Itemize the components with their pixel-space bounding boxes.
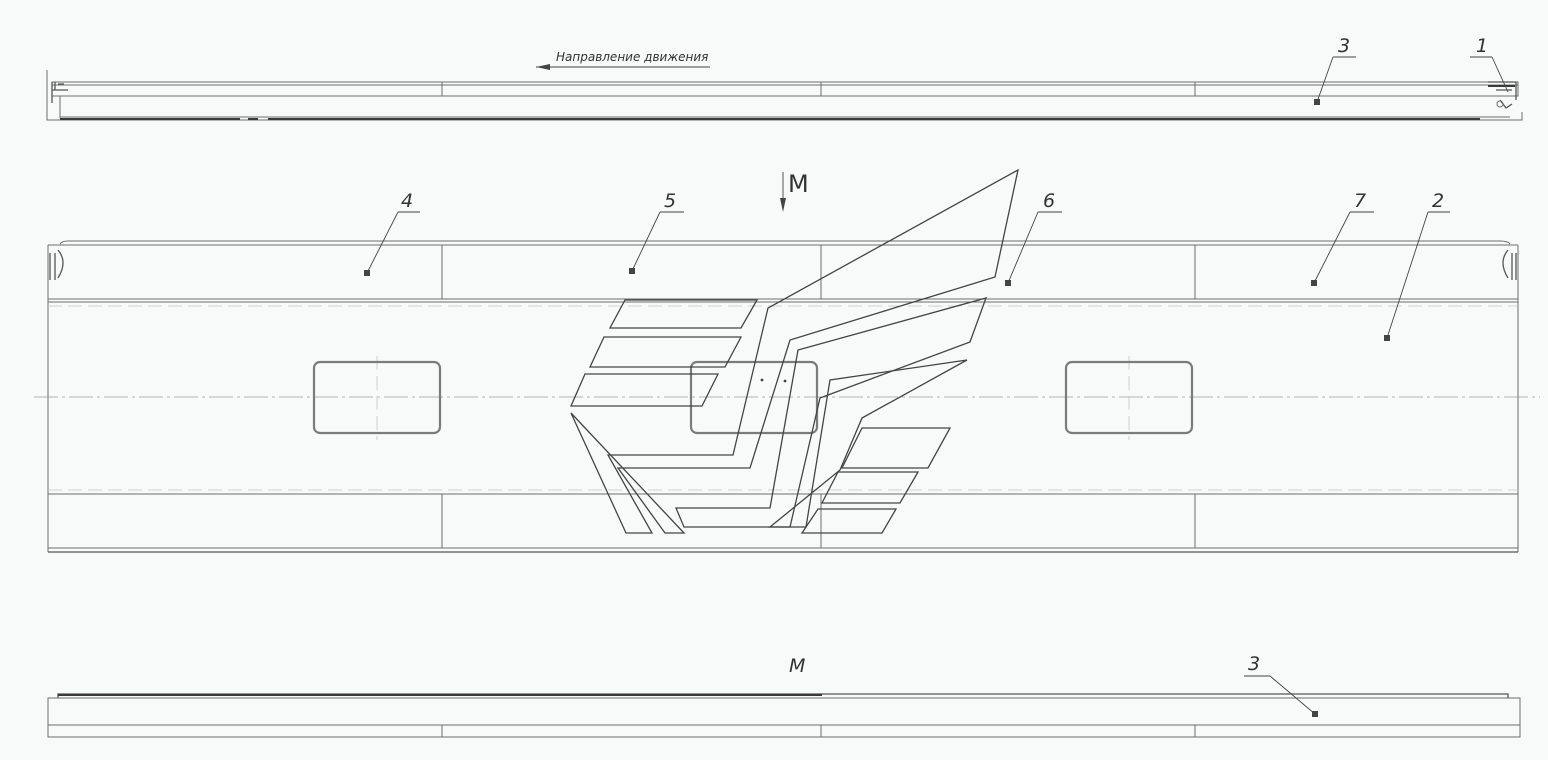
emblem-mark-dot-2 [783,379,787,383]
callout-main-6-leader [1007,211,1039,284]
callout-top-3: 3 [1314,35,1356,105]
emblem-stripe-3 [570,373,720,407]
direction-label: Направление движения [556,50,708,64]
callout-main-6-label: 6 [1043,190,1055,212]
callout-top-1-leader [1491,56,1509,93]
callout-main-2-dot [1384,335,1390,341]
callout-main-7-label: 7 [1354,190,1366,212]
callout-main-4-dot [364,270,370,276]
callout-main-5: 5 [629,190,684,274]
top-view-left-end-detail [51,82,68,103]
callout-bottom-3-label: 3 [1248,653,1260,675]
callout-main-4-leader [366,211,399,274]
callout-main-2-label: 2 [1432,190,1444,212]
view-arrow-m-label: М [788,170,809,198]
bottom-view-body [47,697,1521,738]
main-right-end-clamp [1502,249,1517,280]
callout-bottom-3-leader [1269,675,1316,715]
emblem-mark-dot-1 [760,378,764,382]
callout-main-7-dot [1311,280,1317,286]
main-elevation: 4 5 6 7 2 [34,168,1540,553]
emblem-wing-middle [675,297,988,528]
callout-main-7-leader [1313,211,1351,284]
callout-main-5-dot [629,268,635,274]
emblem-stripe-4 [840,427,952,469]
emblem-stripe-6 [800,508,898,534]
view-arrow-m-head-icon [780,198,786,212]
top-view-bolt-icon [1496,100,1504,108]
callout-top-1-label: 1 [1476,35,1488,57]
callout-main-6-dot [1005,280,1011,286]
callout-main-4: 4 [364,190,420,276]
callout-main-7: 7 [1311,190,1374,286]
callout-main-2: 2 [1384,190,1450,341]
top-view-rail-outer [51,81,1519,97]
emblem-stripe-1 [608,299,759,329]
view-arrow-m: М [780,170,809,212]
callout-bottom-3: 3 [1244,653,1318,717]
emblem-wing-lower [768,359,968,528]
emblem-logo-icon [570,168,1019,534]
emblem-stripe-2 [588,336,743,368]
callout-top-3-leader [1316,56,1334,103]
bottom-view-m: М 3 [47,653,1521,738]
callout-main-6: 6 [1005,190,1062,286]
callout-top-3-label: 3 [1338,35,1350,57]
callout-bottom-3-dot [1312,711,1318,717]
top-view: Направление движения 3 1 [46,35,1523,121]
callout-main-4-label: 4 [401,190,413,212]
direction-arrow: Направление движения [536,50,710,70]
callout-top-1: 1 [1470,35,1509,93]
main-left-end-clamp [49,249,64,280]
main-top-curve [59,240,1511,245]
direction-arrow-head-icon [536,64,550,70]
window-center [689,360,819,435]
window-right [1064,360,1194,435]
callout-main-5-label: 5 [664,190,676,212]
callout-main-5-leader [631,211,661,272]
window-left [312,360,442,435]
emblem-wing-upper [570,168,1019,534]
top-view-right-end-detail [1488,81,1517,109]
emblem-stripe-5 [820,471,920,504]
callout-top-3-dot [1314,99,1320,105]
bottom-view-title: М [789,655,805,677]
callout-main-2-leader [1386,211,1429,339]
